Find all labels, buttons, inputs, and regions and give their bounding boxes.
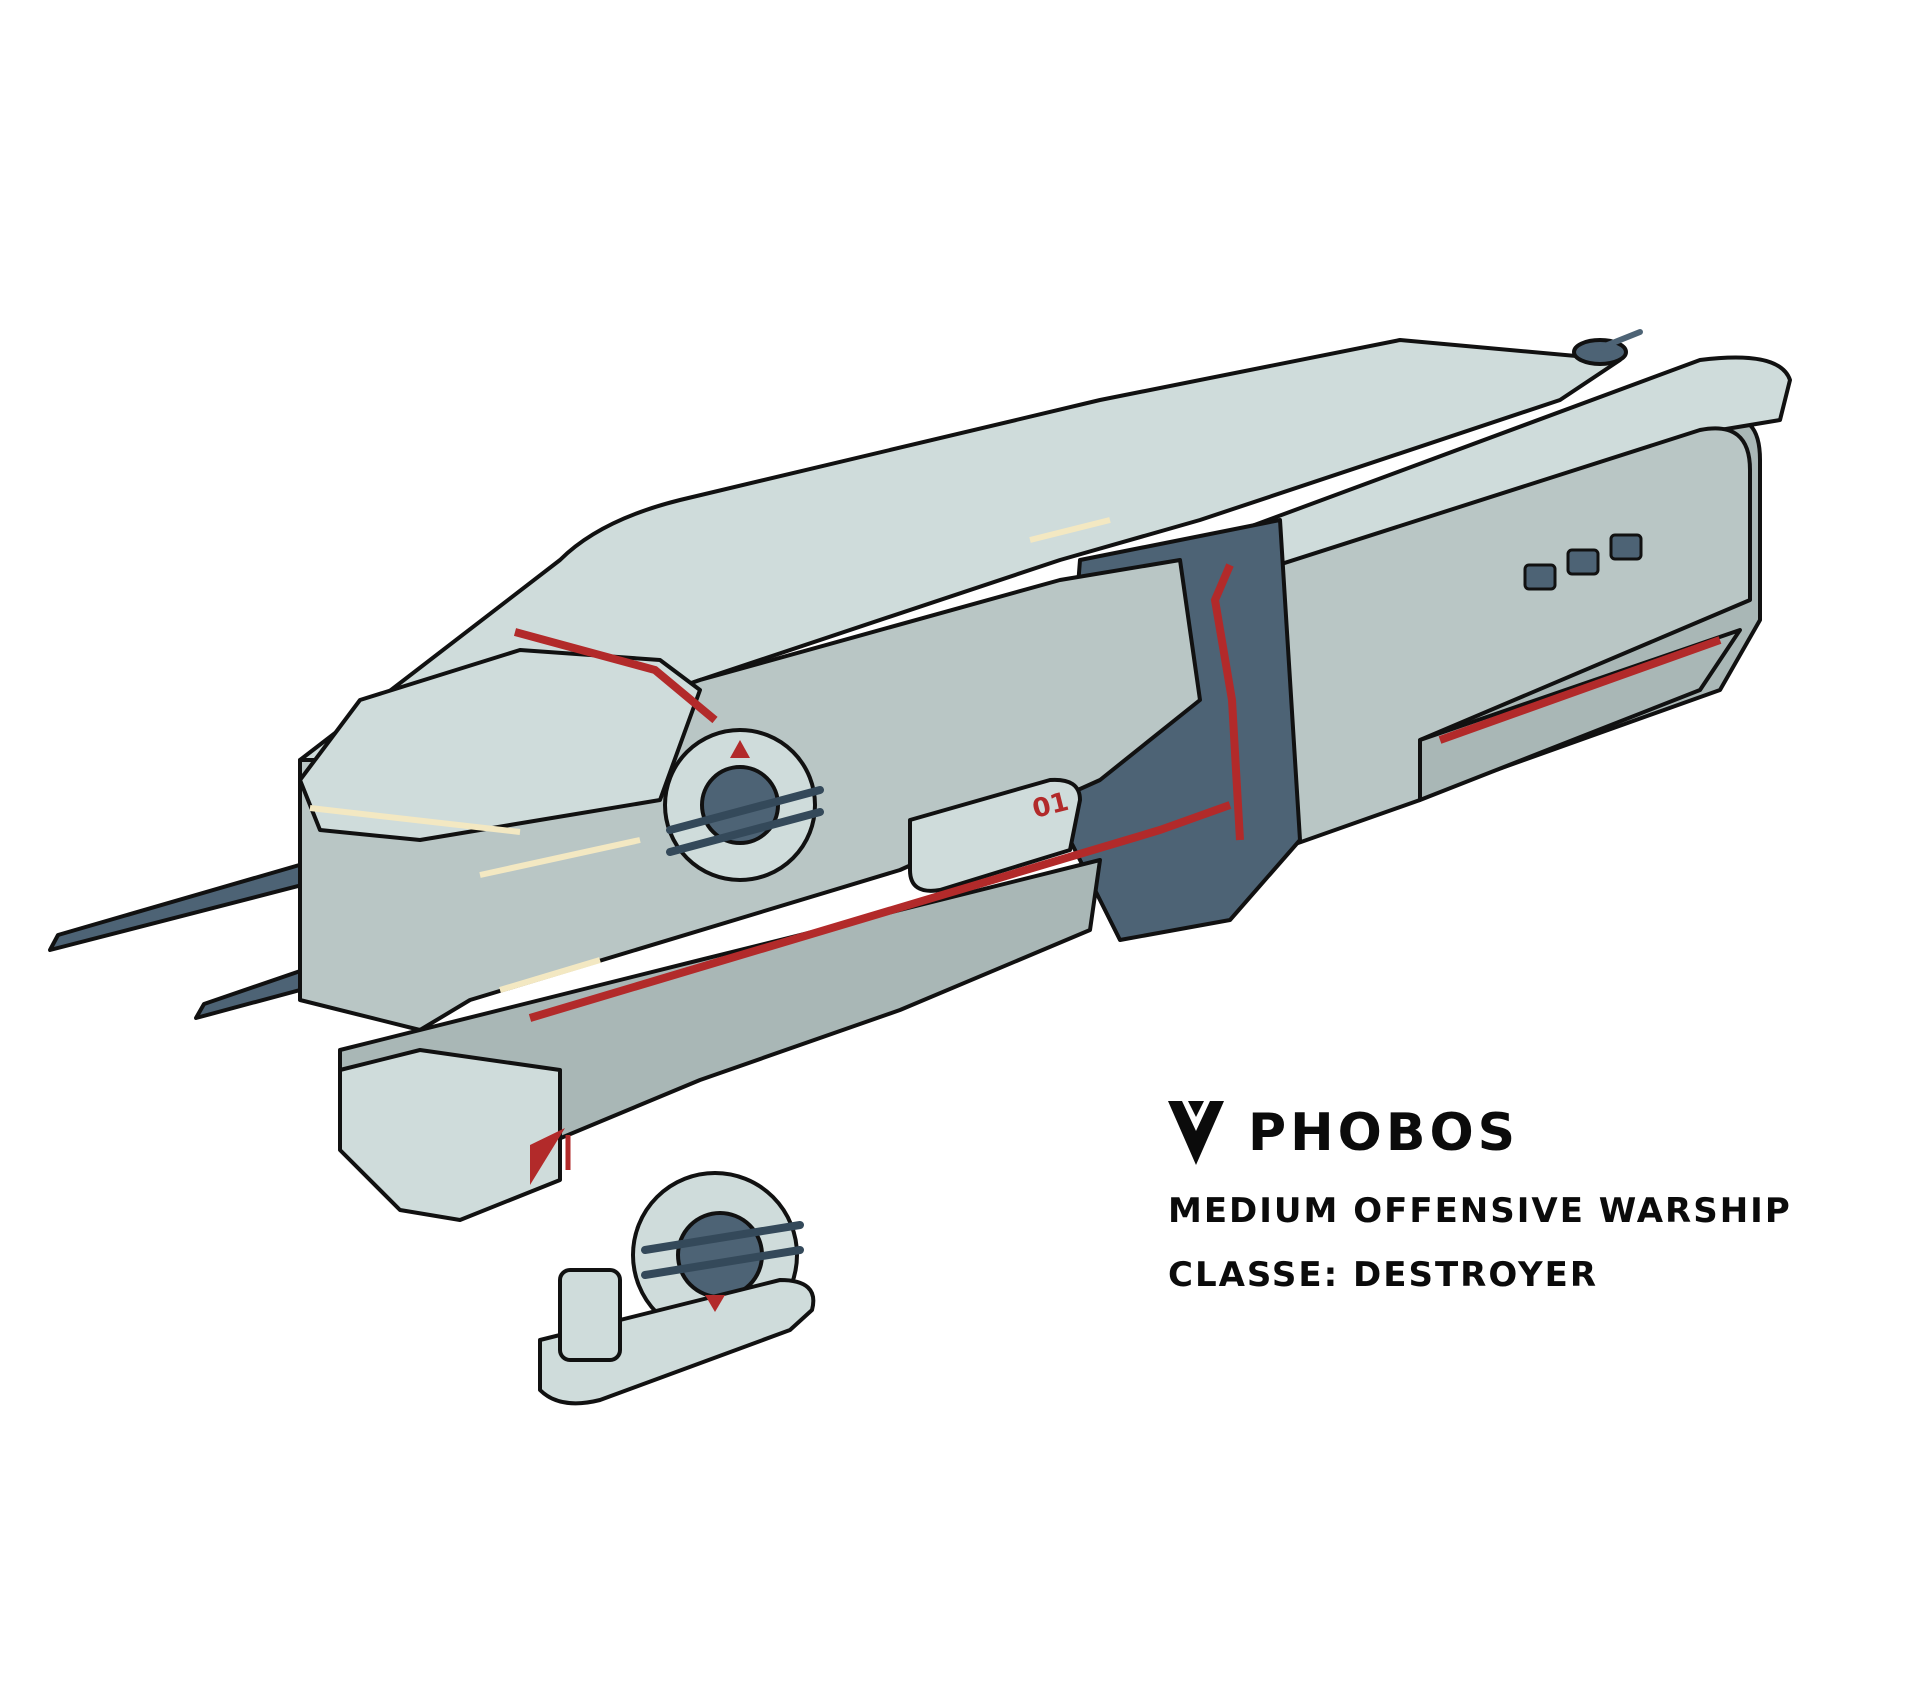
upper-dorsal-hull xyxy=(298,338,1622,762)
red-stripe-mid xyxy=(528,801,1232,1022)
lower-turret-barrel-1 xyxy=(641,1221,804,1254)
hull-window-1 xyxy=(1523,563,1557,591)
ship-role: MEDIUM OFFENSIVE WARSHIP xyxy=(1168,1191,1792,1231)
turret-triangle-marker-lower xyxy=(705,1295,725,1312)
hull-number-module xyxy=(908,777,1082,893)
hull-window-3 xyxy=(1609,533,1643,561)
skid-strut xyxy=(558,1268,622,1362)
ship-class: CLASSE: DESTROYER xyxy=(1168,1255,1599,1295)
hull-insignia-triangle xyxy=(530,1128,565,1185)
light-strip-dorsal xyxy=(1029,517,1111,543)
hull-window-2 xyxy=(1566,548,1600,576)
light-strip-prow xyxy=(309,805,521,835)
dorsal-gun-barrel xyxy=(1597,329,1643,351)
ship-caption: PHOBOS MEDIUM OFFENSIVE WARSHIP CLASSE: … xyxy=(1168,1098,1792,1292)
light-strip-mid-1 xyxy=(499,957,601,993)
upper-turret-barrel-1 xyxy=(666,786,824,834)
turret-triangle-marker-upper xyxy=(730,740,750,758)
red-stripe-vertical xyxy=(1210,563,1244,841)
red-stripe-dorsal xyxy=(513,628,718,724)
ship-name: PHOBOS xyxy=(1248,1103,1520,1163)
landing-skid xyxy=(538,1278,816,1406)
upper-turret-barrel-2 xyxy=(666,808,824,856)
forward-prow xyxy=(298,648,702,842)
red-stripe-rear xyxy=(1438,636,1722,744)
rear-hull-lower xyxy=(1418,628,1742,802)
rear-hull-top xyxy=(1158,355,1792,602)
lower-forward-hull xyxy=(338,1048,562,1222)
lower-turret-barrel-2 xyxy=(641,1246,804,1279)
faction-v-chevron-icon xyxy=(1168,1101,1224,1165)
light-strip-mid-2 xyxy=(479,837,641,878)
